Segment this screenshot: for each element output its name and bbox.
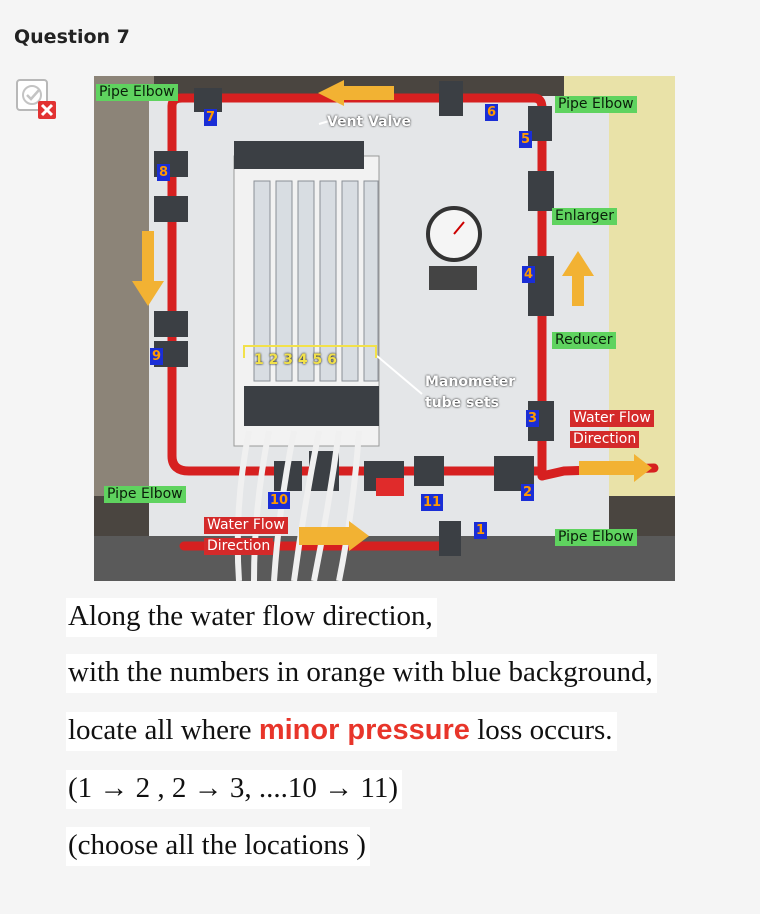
label-tube-numbers: 1 2 3 4 5 6 (254, 352, 337, 368)
location-3: 3 (526, 410, 540, 427)
label-tube-sets: tube sets (425, 395, 499, 411)
prompt-line-3-post: loss occurs. (469, 714, 613, 746)
prompt-line-2: with the numbers in orange with blue bac… (66, 654, 657, 693)
incorrect-status-icon (15, 78, 61, 122)
location-10: 10 (268, 492, 291, 509)
apparatus-photo: Pipe Elbow Pipe Elbow Pipe Elbow Pipe El… (94, 76, 675, 581)
location-2: 2 (521, 484, 535, 501)
location-9: 9 (150, 348, 164, 365)
label-reducer: Reducer (552, 332, 616, 349)
label-pipe-elbow-top-right: Pipe Elbow (555, 96, 637, 113)
label-flow-direction-right-1: Water Flow (570, 410, 654, 427)
location-8: 8 (157, 164, 171, 181)
label-flow-direction-bottom-1: Water Flow (204, 517, 288, 534)
label-flow-direction-bottom-2: Direction (204, 538, 274, 555)
location-7: 7 (204, 109, 218, 126)
label-pipe-elbow-bottom-left: Pipe Elbow (104, 486, 186, 503)
location-5: 5 (519, 131, 533, 148)
prompt-line-3: locate all where minor pressure loss occ… (66, 712, 617, 751)
label-enlarger: Enlarger (552, 208, 617, 225)
label-manometer: Manometer (425, 374, 516, 390)
prompt-line-4: (1 → 2 , 2 → 3, ....10 → 11) (66, 770, 402, 809)
label-flow-direction-right-2: Direction (570, 431, 640, 448)
location-4: 4 (522, 266, 536, 283)
minor-pressure-highlight: minor pressure (258, 714, 470, 746)
question-title: Question 7 (14, 26, 130, 48)
location-6: 6 (485, 104, 499, 121)
location-11: 11 (421, 494, 444, 511)
prompt-line-1: Along the water flow direction, (66, 598, 437, 637)
label-pipe-elbow-top-left: Pipe Elbow (96, 84, 178, 101)
label-vent-valve: Vent Valve (327, 114, 412, 130)
prompt-line-5: (choose all the locations ) (66, 827, 370, 866)
label-pipe-elbow-bottom-right: Pipe Elbow (555, 529, 637, 546)
location-1: 1 (474, 522, 488, 539)
prompt-line-3-pre: locate all where (68, 714, 259, 746)
